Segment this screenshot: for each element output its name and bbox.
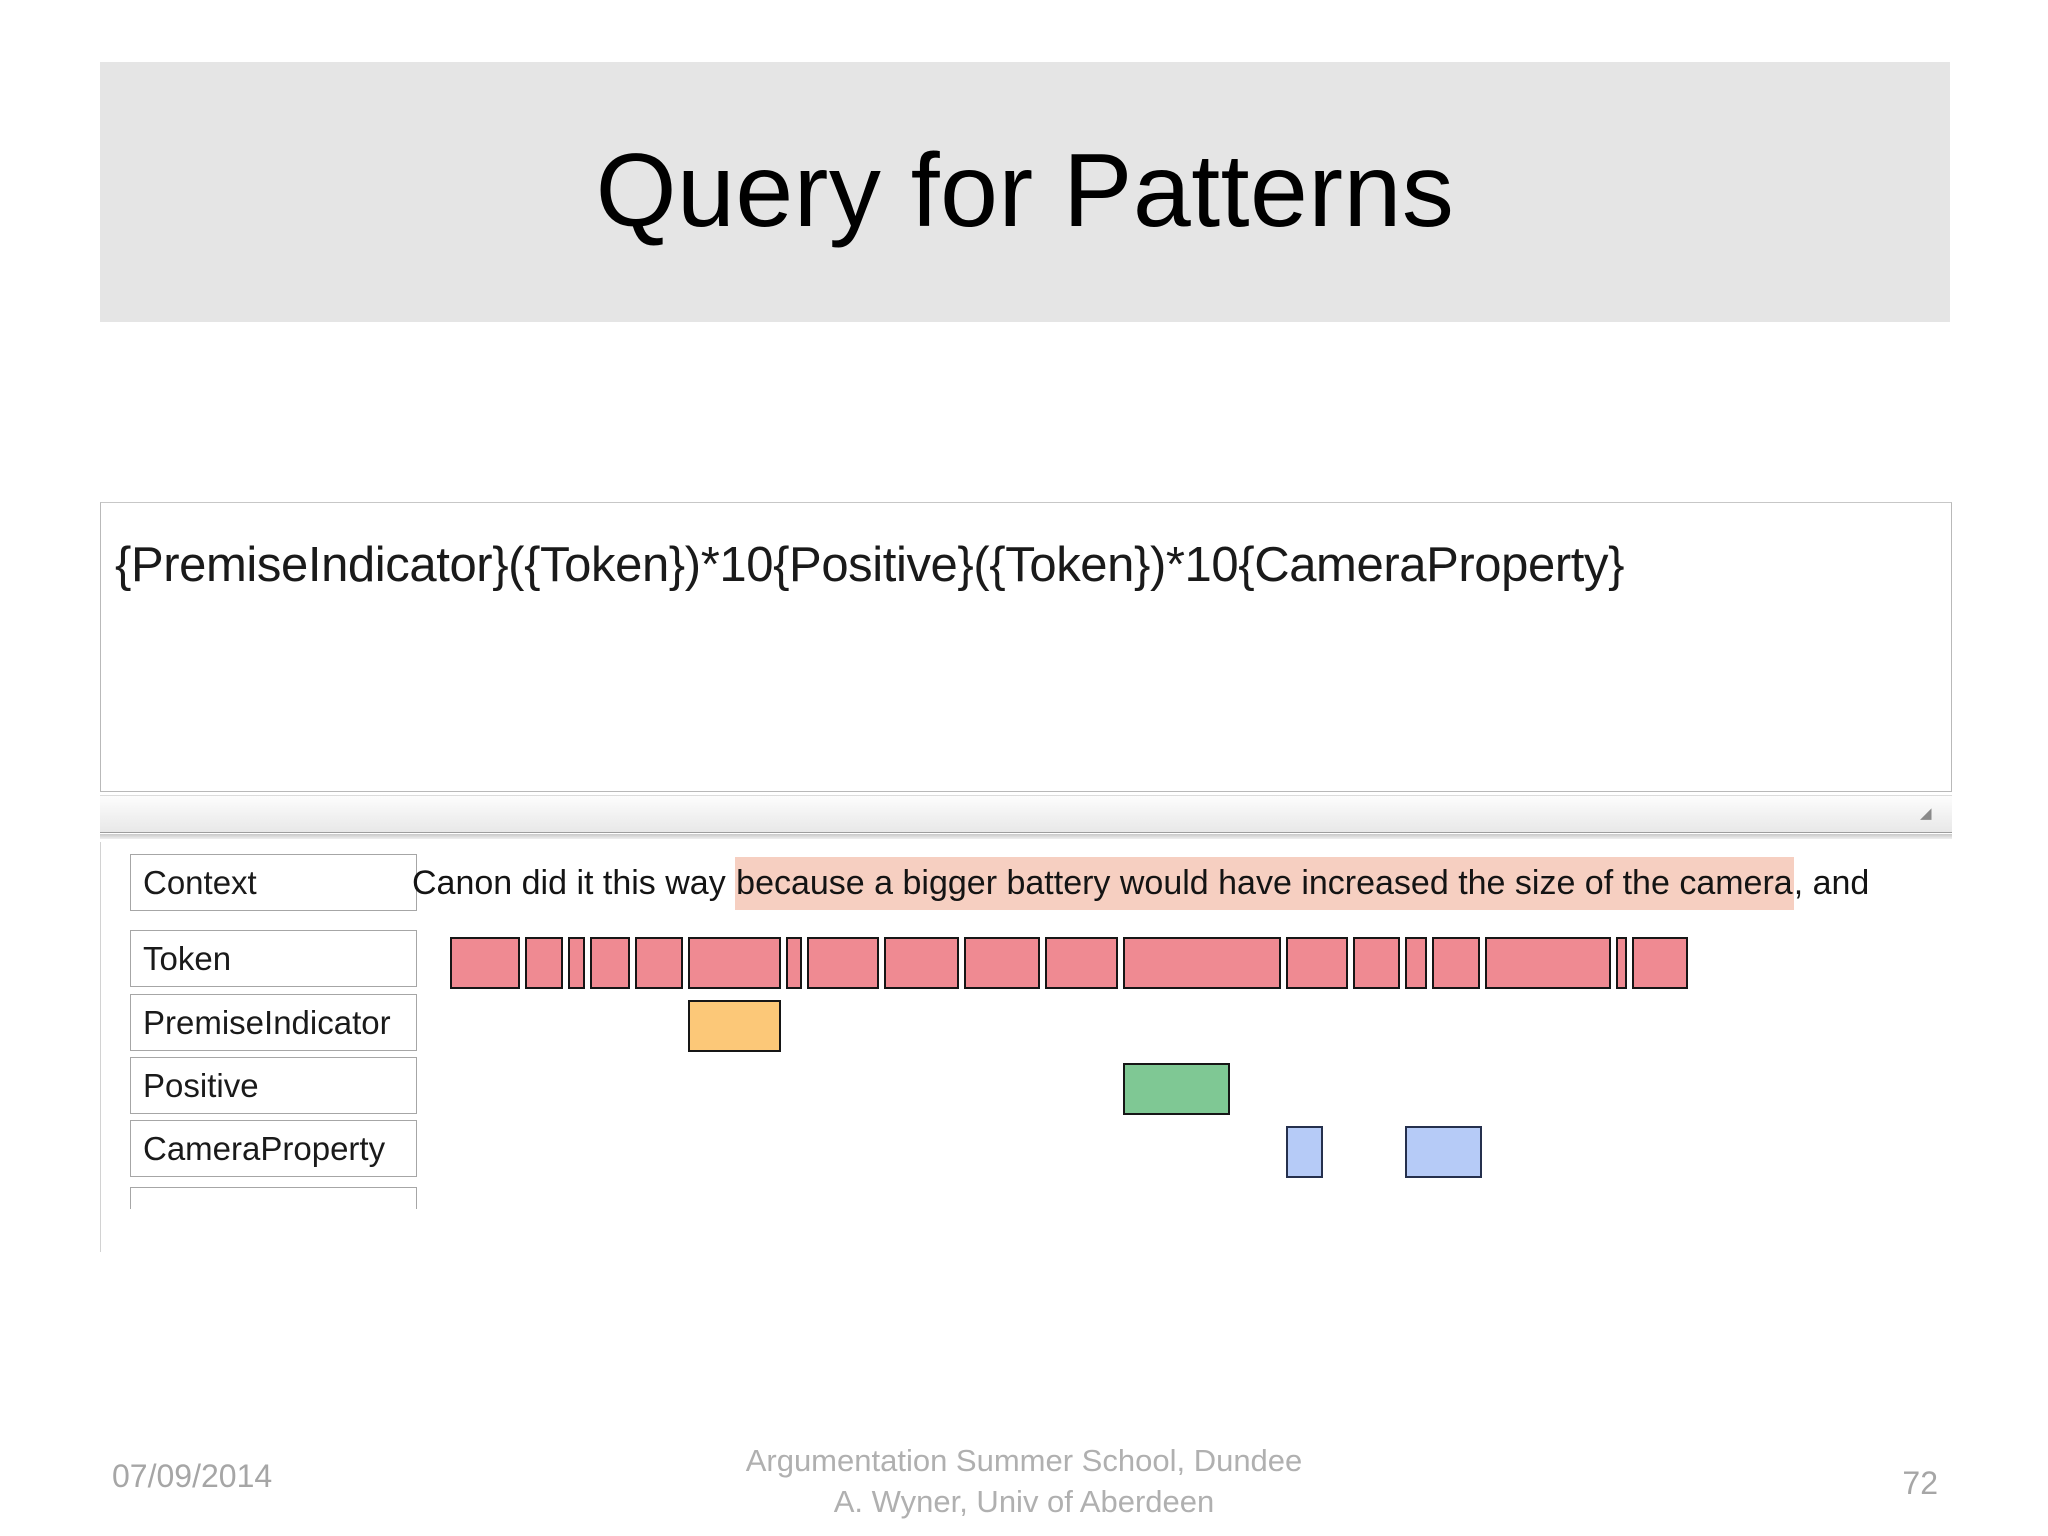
page-title: Query for Patterns	[595, 133, 1455, 250]
annotation-chip-token[interactable]	[1045, 937, 1118, 989]
annotation-chip-camera-property[interactable]	[1405, 1126, 1482, 1178]
footer-page-number: 72	[1902, 1465, 1938, 1501]
footer-author: A. Wyner, Univ of Aberdeen	[833, 1484, 1215, 1519]
annotation-row-label-partial[interactable]	[130, 1187, 417, 1209]
annotation-chip-token[interactable]	[450, 937, 520, 989]
annotation-chip-token[interactable]	[1485, 937, 1611, 989]
annotation-chip-token[interactable]	[525, 937, 563, 989]
annotation-row-label-premiseindicator[interactable]: PremiseIndicator	[130, 994, 417, 1051]
slide-title-band: Query for Patterns	[100, 62, 1950, 322]
annotation-chip-token[interactable]	[884, 937, 959, 989]
annotation-row-label-cameraproperty[interactable]: CameraProperty	[130, 1120, 417, 1177]
footer-attribution: Argumentation Summer School, Dundee A. W…	[0, 1440, 2048, 1522]
annotation-row-label-token[interactable]: Token	[130, 930, 417, 987]
annotation-row-label-positive[interactable]: Positive	[130, 1057, 417, 1114]
annotation-chip-token[interactable]	[1632, 937, 1688, 989]
annotation-chip-token[interactable]	[1405, 937, 1427, 989]
annotation-chip-token[interactable]	[786, 937, 802, 989]
annotation-chip-camera-property[interactable]	[1286, 1126, 1323, 1178]
annotation-chip-positive[interactable]	[1123, 1063, 1230, 1115]
annotation-chip-token[interactable]	[807, 937, 879, 989]
context-suffix: , and	[1793, 864, 1870, 902]
annotation-chip-token[interactable]	[568, 937, 585, 989]
annotation-chip-token[interactable]	[688, 937, 781, 989]
resize-grip-icon[interactable]: ◢	[1920, 805, 1932, 822]
annotation-chip-token[interactable]	[590, 937, 630, 989]
annotation-chip-token[interactable]	[1432, 937, 1480, 989]
annotation-chip-token[interactable]	[1123, 937, 1281, 989]
annotation-chip-token[interactable]	[964, 937, 1040, 989]
viewer-left-rule	[100, 842, 101, 1252]
splitter-shadow	[100, 834, 1952, 839]
annotation-tool-screenshot: {PremiseIndicator}({Token})*10{Positive}…	[100, 502, 1952, 1252]
annotation-chip-premise-indicator[interactable]	[688, 1000, 781, 1052]
context-prefix: Canon did it this way	[412, 864, 736, 902]
annotation-row-label-context[interactable]: Context	[130, 854, 417, 911]
panel-splitter[interactable]: ◢	[100, 795, 1952, 833]
annotation-chip-token[interactable]	[1286, 937, 1348, 989]
context-sentence: Canon did it this way because a bigger b…	[412, 857, 1870, 910]
annotation-chip-token[interactable]	[1353, 937, 1400, 989]
annotation-chip-token[interactable]	[635, 937, 683, 989]
footer-event: Argumentation Summer School, Dundee	[745, 1443, 1303, 1478]
query-input-area[interactable]: {PremiseIndicator}({Token})*10{Positive}…	[100, 502, 1952, 792]
context-highlighted-span: because a bigger battery would have incr…	[735, 857, 1794, 910]
footer-date: 07/09/2014	[112, 1458, 273, 1494]
annotation-chip-token[interactable]	[1616, 937, 1627, 989]
query-pattern-text: {PremiseIndicator}({Token})*10{Positive}…	[115, 538, 1625, 592]
